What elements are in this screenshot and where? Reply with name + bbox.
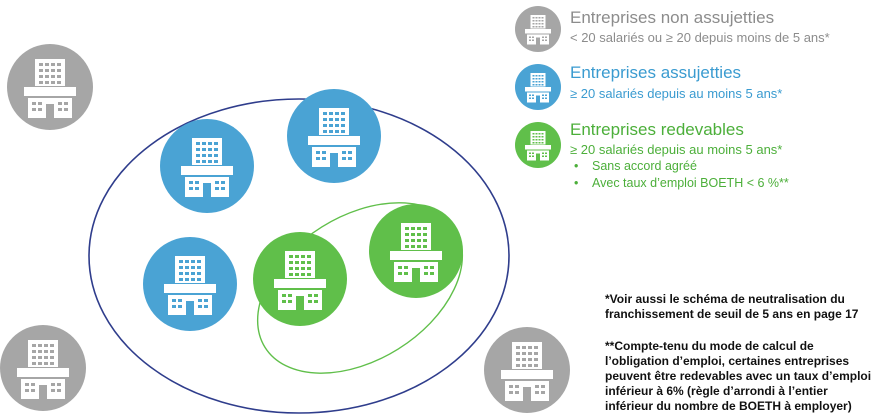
footnote-line: franchissement de seuil de 5 ans en page… xyxy=(605,307,859,321)
legend-subtitle-redevables: ≥ 20 salariés depuis au moins 5 ans* xyxy=(570,142,783,157)
legend-bullet-text: Sans accord agréé xyxy=(592,159,697,173)
footnote-2: **Compte-tenu du mode de calcul de l’obl… xyxy=(605,339,871,414)
legend-bullet-text: Avec taux d’emploi BOETH < 6 %** xyxy=(592,176,789,190)
legend-title-non-assujetties: Entreprises non assujetties xyxy=(570,8,775,27)
building-icon xyxy=(0,325,86,411)
building-icon xyxy=(253,232,347,326)
footnote-line: *Voir aussi le schéma de neutralisation … xyxy=(605,292,845,306)
building-icon xyxy=(7,44,93,130)
building-icon xyxy=(484,327,570,413)
footnote-1: *Voir aussi le schéma de neutralisation … xyxy=(605,292,858,322)
legend-blue-building-icon xyxy=(515,64,561,110)
footnote-line: peuvent être redevables avec un taux d’e… xyxy=(605,369,872,383)
outer-ellipse xyxy=(88,98,510,414)
building-icon xyxy=(369,204,463,298)
building-icon xyxy=(287,89,381,183)
legend-title-redevables: Entreprises redevables xyxy=(570,120,744,139)
legend-grey-building-icon xyxy=(515,6,561,52)
footnote-line: inférieur du nombre de BOETH à employer) xyxy=(605,399,852,413)
legend-subtitle-non-assujetties: < 20 salariés ou ≥ 20 depuis moins de 5 … xyxy=(570,30,830,45)
legend-bullet: •Avec taux d’emploi BOETH < 6 %** xyxy=(574,176,789,190)
footnote-line: **Compte-tenu du mode de calcul de xyxy=(605,339,814,353)
legend-green-building-icon xyxy=(515,122,561,168)
building-icon xyxy=(143,237,237,331)
footnote-line: inférieur à 6% (règle d’arrondi à l’enti… xyxy=(605,384,828,398)
legend-title-assujetties: Entreprises assujetties xyxy=(570,63,742,82)
building-icon xyxy=(160,119,254,213)
footnote-line: l’obligation d’emploi, certaines entrepr… xyxy=(605,354,850,368)
legend-bullet: •Sans accord agréé xyxy=(574,159,697,173)
legend-subtitle-assujetties: ≥ 20 salariés depuis au moins 5 ans* xyxy=(570,86,783,101)
